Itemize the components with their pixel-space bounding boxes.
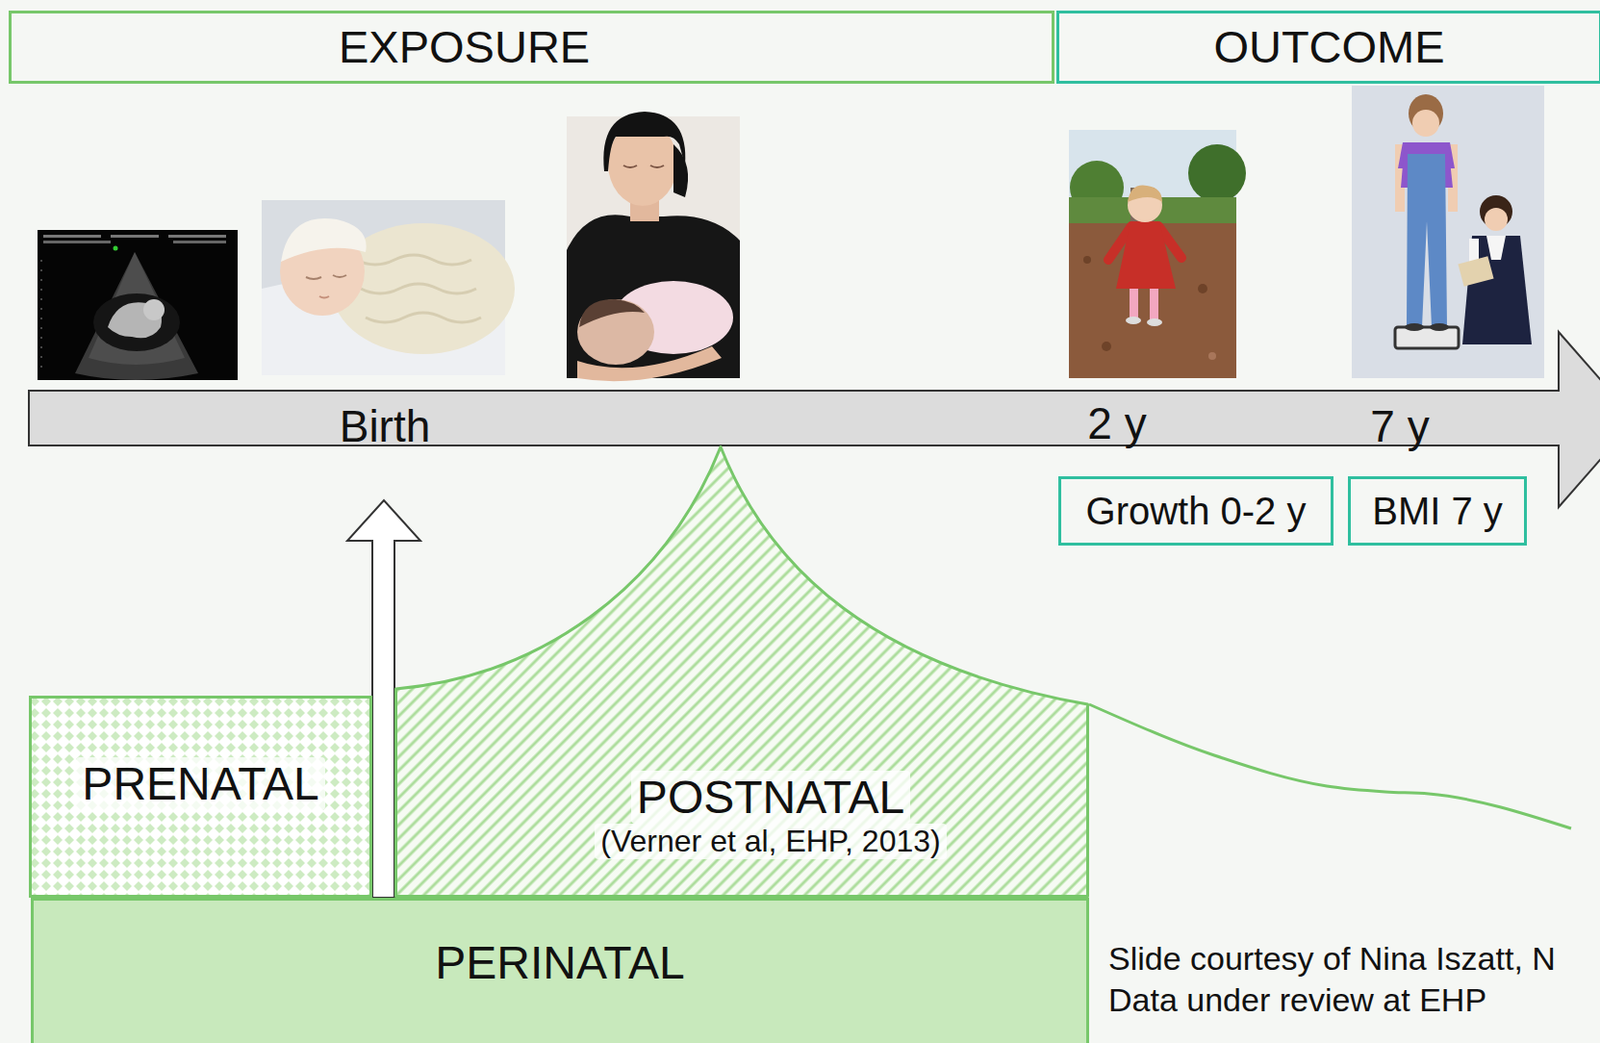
node-title: EXPOSURE bbox=[338, 21, 590, 74]
toddler-photo bbox=[1188, 144, 1246, 203]
period-curve: POSTNATAL(Verner et al, EHP, 2013) bbox=[394, 445, 1090, 898]
toddler-photo bbox=[1149, 288, 1159, 320]
exposure-decay-line bbox=[1089, 704, 1572, 829]
measuring-photo bbox=[1412, 109, 1440, 137]
newborn-photo bbox=[365, 312, 482, 323]
credit-note: Data under review at EHP bbox=[1108, 981, 1487, 1019]
measuring-photo bbox=[1351, 85, 1545, 379]
toddler-photo bbox=[1208, 352, 1217, 360]
ultrasound-photo bbox=[75, 252, 199, 381]
exposure-decay-line bbox=[1089, 704, 1572, 829]
breastfeeding-photo bbox=[673, 144, 688, 198]
toddler-photo bbox=[1116, 221, 1176, 289]
node-title: PERINATAL bbox=[434, 936, 686, 990]
breastfeeding-photo bbox=[566, 111, 740, 381]
ultrasound-photo bbox=[43, 240, 111, 244]
credit-note-holder: Slide courtesy of Nina Iszatt, N bbox=[1108, 939, 1556, 978]
newborn-photo bbox=[261, 200, 515, 376]
newborn-photo bbox=[332, 275, 347, 278]
measuring-photo bbox=[1351, 85, 1545, 379]
measuring-photo bbox=[1486, 235, 1506, 260]
newborn-photo bbox=[360, 283, 477, 294]
period-band: PERINATAL bbox=[30, 897, 1090, 1043]
toddler-photo bbox=[1129, 288, 1139, 318]
breastfeeding-photo bbox=[579, 299, 645, 328]
citation-text: (Verner et al, EHP, 2013) bbox=[594, 823, 946, 860]
measuring-photo bbox=[1484, 207, 1508, 231]
ultrasound-photo bbox=[41, 259, 43, 376]
ultrasound-photo bbox=[173, 240, 227, 244]
toddler-photo bbox=[1068, 129, 1246, 379]
text-stack: PERINATAL bbox=[30, 897, 1090, 1043]
ultrasound-photo bbox=[43, 234, 102, 238]
period-band-border bbox=[32, 899, 1089, 1043]
outcome-header: OUTCOME bbox=[1056, 10, 1600, 84]
credit-note: Slide courtesy of Nina Iszatt, N bbox=[1108, 939, 1556, 978]
toddler-photo bbox=[1125, 316, 1142, 325]
toddler-photo bbox=[1146, 318, 1163, 327]
period-box-border bbox=[30, 697, 372, 897]
text-stack: OUTCOME bbox=[1056, 10, 1600, 84]
text-stack: POSTNATAL(Verner et al, EHP, 2013) bbox=[394, 445, 1090, 898]
measuring-photo bbox=[1406, 153, 1448, 328]
outcome-header-border bbox=[1058, 12, 1600, 83]
breastfeeding-photo bbox=[650, 165, 664, 168]
toddler-photo bbox=[1197, 283, 1208, 294]
toddler-photo bbox=[1083, 255, 1092, 264]
breastfeeding-photo bbox=[577, 299, 655, 365]
node-title: OUTCOME bbox=[1213, 21, 1445, 74]
measuring-photo bbox=[1457, 255, 1494, 286]
node-title: POSTNATAL bbox=[631, 770, 911, 824]
newborn-photo bbox=[355, 254, 472, 265]
text-stack: PRENATAL bbox=[28, 695, 373, 898]
ultrasound-photo bbox=[113, 246, 119, 252]
period-box: PRENATAL bbox=[28, 695, 373, 898]
timeline-label-holder: 2 y bbox=[1087, 398, 1146, 450]
outcome-box: BMI 7 y bbox=[1347, 476, 1527, 546]
outcome-box-border bbox=[1349, 478, 1526, 545]
node-title: BMI 7 y bbox=[1371, 488, 1503, 534]
outcome-box-border bbox=[1060, 478, 1333, 545]
text-stack: Growth 0-2 y bbox=[1058, 476, 1334, 546]
ultrasound-photo bbox=[88, 252, 185, 365]
ultrasound-photo bbox=[168, 234, 227, 238]
timeline-label: 2 y bbox=[1087, 398, 1146, 450]
ultrasound-photo bbox=[110, 234, 159, 238]
postnatal-curve bbox=[396, 447, 1089, 897]
exposure-header: EXPOSURE bbox=[8, 10, 1055, 84]
timeline-label: 7 y bbox=[1370, 401, 1429, 453]
newborn-photo bbox=[305, 277, 322, 280]
exposure-header-border bbox=[10, 12, 1054, 83]
breastfeeding-photo bbox=[566, 116, 740, 379]
breastfeeding-photo bbox=[623, 165, 637, 168]
node-title: PRENATAL bbox=[76, 757, 325, 811]
measuring-photo bbox=[1429, 323, 1449, 331]
toddler-photo bbox=[1127, 185, 1163, 203]
timeline-label-holder: Birth bbox=[339, 401, 432, 453]
measuring-photo bbox=[1462, 235, 1532, 345]
ultrasound-photo bbox=[37, 229, 238, 381]
ultrasound-photo bbox=[143, 299, 165, 321]
ultrasound-photo bbox=[37, 229, 238, 381]
credit-note-holder: Data under review at EHP bbox=[1108, 981, 1487, 1019]
measuring-photo bbox=[1395, 327, 1459, 349]
newborn-photo bbox=[319, 296, 330, 299]
toddler-photo bbox=[1101, 341, 1112, 352]
outcome-box: Growth 0-2 y bbox=[1058, 476, 1334, 546]
text-stack: EXPOSURE bbox=[8, 10, 1055, 84]
ultrasound-photo bbox=[93, 293, 180, 352]
newborn-photo bbox=[280, 218, 367, 262]
measuring-photo bbox=[1404, 323, 1424, 331]
breastfeeding-photo bbox=[603, 111, 686, 172]
node-title: Growth 0-2 y bbox=[1086, 488, 1307, 534]
timeline-label-holder: 7 y bbox=[1370, 401, 1429, 453]
text-stack: BMI 7 y bbox=[1347, 476, 1527, 546]
timeline-label: Birth bbox=[339, 401, 432, 453]
breastfeeding-photo bbox=[577, 346, 722, 381]
timeline-arrow bbox=[28, 331, 1600, 508]
